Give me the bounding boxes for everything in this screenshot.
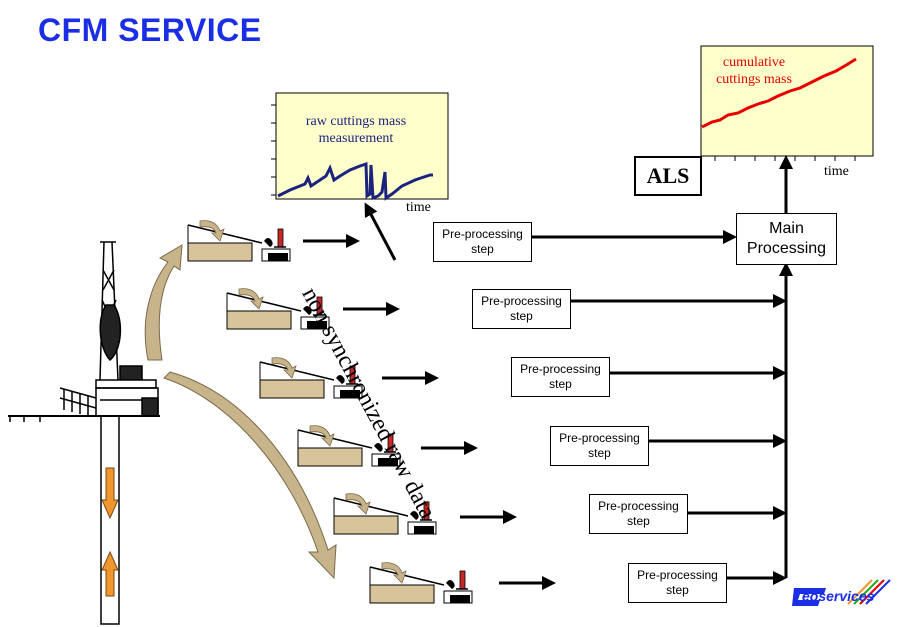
shaker-unit bbox=[369, 562, 473, 604]
shaker-units bbox=[187, 220, 473, 604]
main-processing-box: Main Processing bbox=[736, 213, 837, 265]
pre-processing-step-4: Pre-processing step bbox=[550, 426, 649, 466]
shaker-unit bbox=[297, 425, 401, 467]
brown-flow-arrow-down bbox=[163, 371, 337, 580]
geoservices-logo: eoservices bbox=[790, 584, 902, 610]
logo-text: eoservices bbox=[802, 588, 875, 604]
als-box: ALS bbox=[634, 156, 702, 196]
page-title: CFM SERVICE bbox=[38, 12, 262, 48]
raw-chart-title: raw cuttings mass measurement bbox=[305, 114, 407, 146]
cumulative-series-line bbox=[701, 57, 857, 129]
drilling-rig bbox=[8, 241, 160, 625]
shaker-unit bbox=[259, 357, 363, 399]
shaker-unit bbox=[226, 288, 330, 330]
pre-processing-step-6: Pre-processing step bbox=[628, 563, 727, 603]
raw-series-line bbox=[277, 161, 433, 201]
shaker-unit bbox=[187, 220, 291, 262]
raw-chart-xlabel: time bbox=[406, 200, 431, 215]
brown-flow-arrow-up bbox=[144, 244, 183, 361]
cum-chart-title: cumulative cuttings mass bbox=[716, 55, 792, 87]
main-processing-label: Main Processing bbox=[746, 220, 827, 257]
well-flow-arrows bbox=[101, 467, 119, 597]
cum-chart-xlabel: time bbox=[824, 164, 849, 179]
shaker-unit bbox=[333, 493, 437, 535]
pre-processing-step-5: Pre-processing step bbox=[589, 494, 688, 534]
pre-processing-step-3: Pre-processing step bbox=[511, 357, 610, 397]
pre-processing-step-2: Pre-processing step bbox=[472, 289, 571, 329]
geoservices-logo-mark bbox=[792, 579, 891, 606]
cumulative-chart bbox=[700, 45, 874, 161]
pre-processing-step-1: Pre-processing step bbox=[433, 222, 532, 262]
raw-cuttings-chart bbox=[271, 92, 449, 201]
raw-data-arrow bbox=[364, 202, 397, 261]
